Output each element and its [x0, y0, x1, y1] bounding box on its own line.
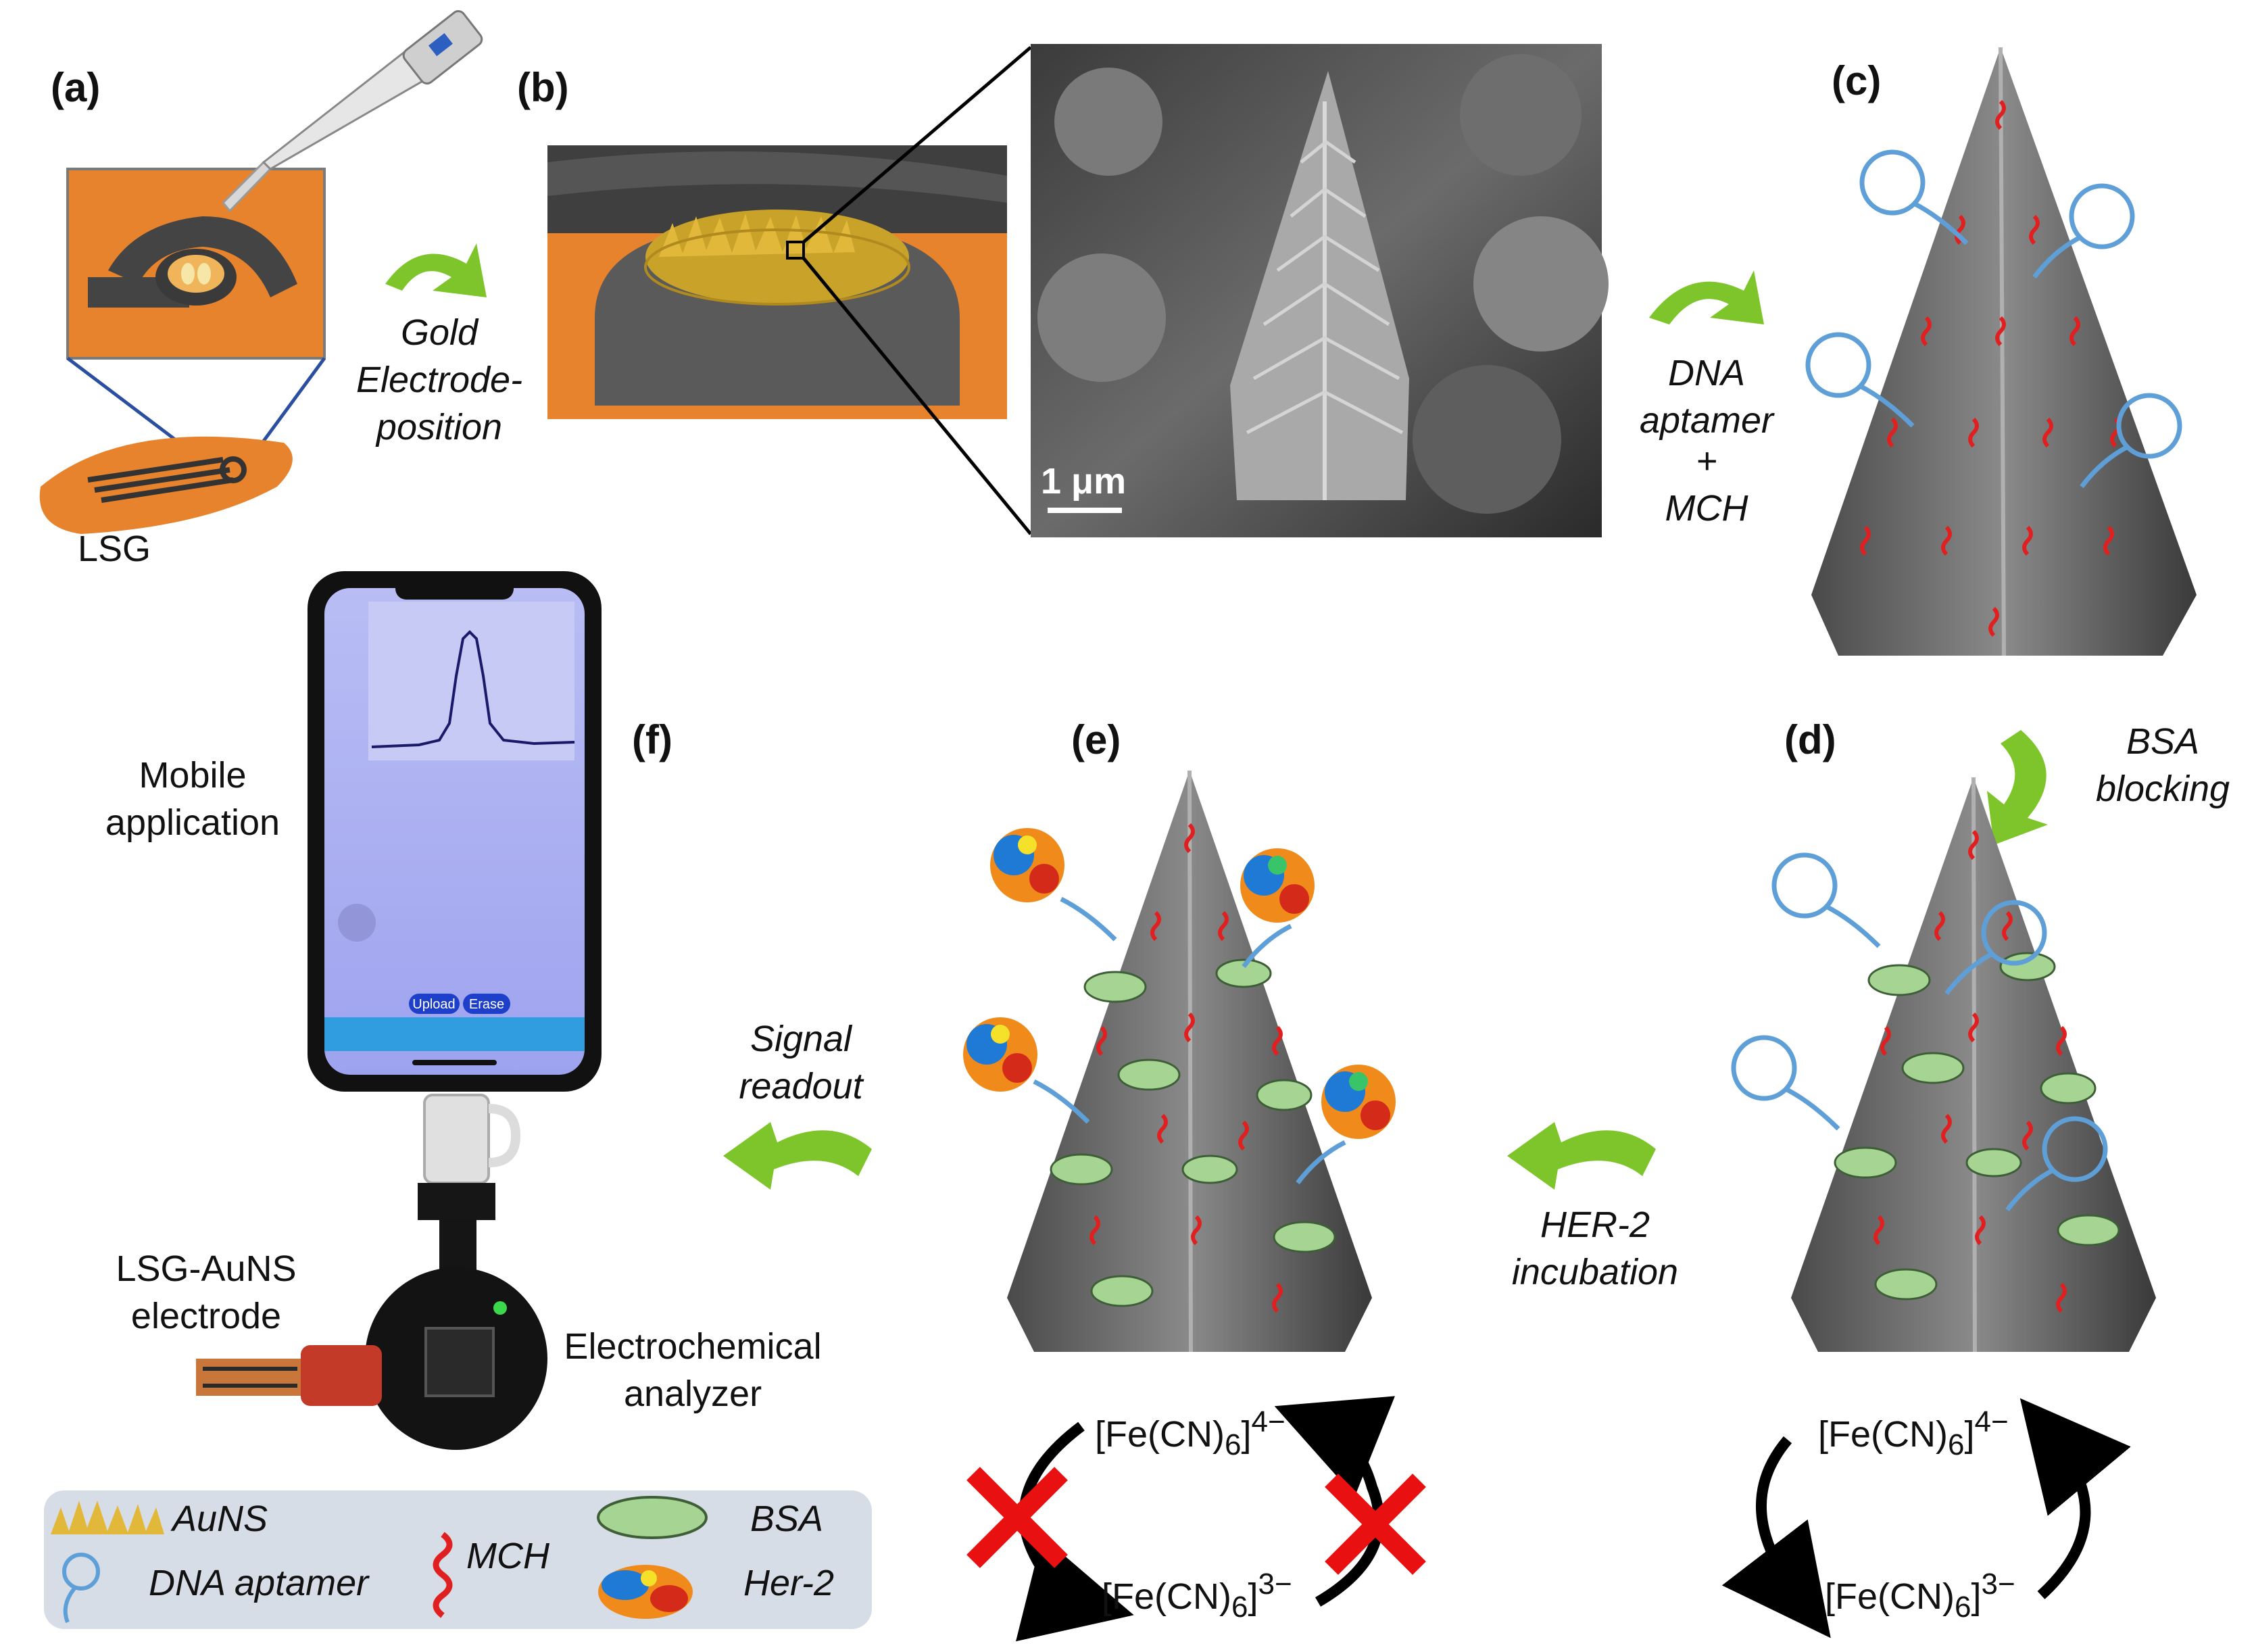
tree-d [1731, 777, 2156, 1353]
step-4-line-1: HER-2 [1540, 1205, 1650, 1245]
mch-strands-c [1860, 99, 2121, 637]
auns-legend-icon [51, 1501, 164, 1534]
upload-button-label: Upload [412, 997, 455, 1012]
step-3-line-1: BSA [2126, 721, 2199, 762]
upload-button[interactable] [409, 994, 460, 1014]
analyzer-label-line-1: Electrochemical [564, 1326, 821, 1367]
panel-label-b: (b) [517, 65, 569, 110]
mch-legend-icon [433, 1532, 453, 1618]
lsg-auns-electrode [196, 1345, 382, 1406]
panel-label-e: (e) [1071, 717, 1121, 762]
pipette-icon [221, 10, 483, 213]
bsa-blobs-e [1050, 958, 1336, 1307]
mobile-label-line-1: Mobile [139, 755, 246, 796]
her2-proteins-e [963, 828, 1396, 1139]
step-arrow-1 [385, 243, 487, 297]
panel-label-c: (c) [1832, 58, 1881, 103]
blocked-cross-left-icon [966, 1467, 1068, 1568]
tree-c [1805, 47, 2197, 656]
step-1-line-2: Electrode- [356, 360, 522, 400]
step-4-line-2: incubation [1512, 1252, 1678, 1292]
scale-bar-label: 1 μm [1041, 461, 1126, 502]
legend-auns: AuNS [170, 1499, 268, 1539]
panel-b-illustration [547, 145, 1007, 419]
panel-a-illustration [39, 10, 483, 534]
redox-d-reduced: [Fe(CN)6]4− [1818, 1405, 2009, 1461]
step-2-line-2: aptamer [1640, 400, 1775, 441]
step-2-line-4: MCH [1665, 488, 1749, 529]
step-3-line-2: blocking [2096, 769, 2230, 809]
mch-strands-d [1873, 829, 2067, 1313]
step-1-line-3: position [375, 407, 502, 447]
electrode-label-line-1: LSG-AuNS [116, 1248, 296, 1289]
smartphone: Upload Erase [308, 571, 602, 1092]
her2-legend-icon [598, 1565, 693, 1619]
mobile-label-line-2: application [105, 802, 280, 843]
step-arrow-5 [723, 1122, 872, 1190]
legend-her2: Her-2 [743, 1563, 834, 1603]
tree-e [963, 770, 1396, 1353]
aptamers-c [1805, 149, 2182, 489]
panel-label-f: (f) [632, 717, 672, 762]
step-1-line-1: Gold [401, 312, 479, 353]
legend-bsa: BSA [750, 1499, 823, 1539]
electrode-label-line-2: electrode [131, 1296, 281, 1336]
otg-cable [418, 1094, 521, 1298]
redox-e-reduced: [Fe(CN)6]4− [1095, 1405, 1285, 1461]
redox-d-oxidized: [Fe(CN)6]3− [1825, 1568, 2015, 1624]
aptamer-legend-icon [62, 1553, 100, 1624]
step-arrow-2 [1649, 270, 1764, 324]
redox-cycle-d [1721, 1398, 2131, 1638]
legend-mch: MCH [466, 1536, 550, 1576]
aptamers-e [1033, 896, 1346, 1185]
bsa-blobs-d [1834, 952, 2120, 1301]
erase-button-label: Erase [469, 997, 504, 1012]
bsa-legend-icon [597, 1496, 708, 1539]
mch-strands-e [1089, 823, 1283, 1313]
panel-label-d: (d) [1784, 717, 1836, 762]
electrochemical-analyzer [365, 1267, 547, 1450]
panel-label-a: (a) [51, 65, 100, 110]
step-2-line-3: + [1696, 441, 1717, 481]
app-tab-bar[interactable] [324, 1017, 585, 1051]
lsg-label: LSG [78, 529, 151, 569]
erase-button[interactable] [463, 994, 510, 1014]
step-2-line-1: DNA [1668, 353, 1745, 393]
analyzer-label-line-2: analyzer [624, 1374, 762, 1414]
step-5-line-1: Signal [750, 1019, 853, 1059]
legend: AuNS DNA aptamer MCH BSA Her-2 [44, 1490, 872, 1629]
step-arrow-3 [1987, 730, 2048, 845]
redox-e-oxidized: [Fe(CN)6]3− [1102, 1568, 1292, 1624]
legend-aptamer: DNA aptamer [149, 1563, 370, 1603]
step-5-line-2: readout [739, 1066, 864, 1107]
sem-image [1031, 44, 1609, 537]
blocked-cross-right-icon [1325, 1474, 1426, 1575]
aptamers-d [1731, 852, 2108, 1212]
step-arrow-4 [1507, 1122, 1656, 1190]
voltammogram-plot [368, 602, 575, 760]
